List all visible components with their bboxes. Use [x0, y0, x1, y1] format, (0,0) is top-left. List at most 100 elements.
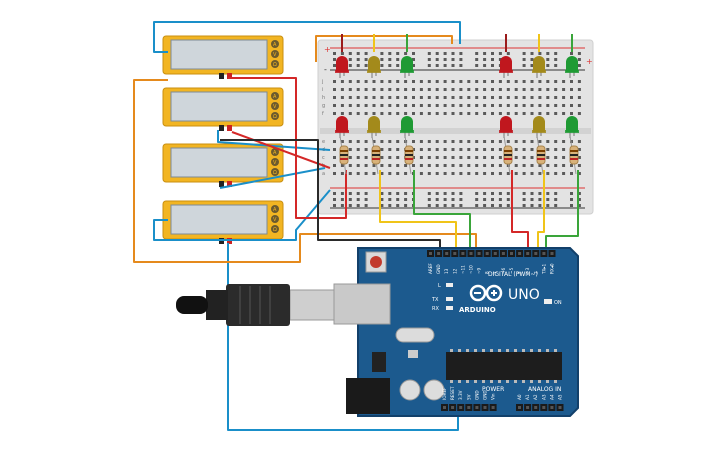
breadboard-hole — [570, 96, 573, 99]
multimeter-mode-knob[interactable] — [271, 112, 279, 120]
multimeter-mode-knob[interactable] — [271, 60, 279, 68]
breadboard-hole — [443, 140, 447, 143]
breadboard-hole — [546, 52, 550, 55]
resistor[interactable] — [536, 135, 546, 175]
breadboard-hole — [570, 140, 573, 143]
breadboard-hole — [562, 96, 566, 99]
breadboard-hole — [340, 140, 344, 143]
breadboard-hole — [498, 112, 502, 115]
breadboard-hole — [396, 164, 400, 167]
breadboard-hole — [388, 148, 392, 151]
usb-cable[interactable] — [176, 284, 335, 326]
wire-blue-meter2[interactable] — [217, 130, 331, 151]
breadboard-hole — [498, 172, 502, 175]
breadboard-hole — [577, 148, 581, 151]
led-top-green[interactable] — [400, 56, 414, 78]
multimeter-mode-knob[interactable] — [271, 158, 279, 166]
wire-blue-meter4[interactable] — [153, 189, 331, 241]
multimeter-mode-knob[interactable] — [271, 40, 279, 48]
breadboard-hole — [498, 80, 502, 83]
multimeter-mode-knob[interactable] — [271, 148, 279, 156]
multimeter-mode-knob[interactable] — [271, 92, 279, 100]
on-led-label: ON — [554, 300, 562, 306]
multimeter-mode-knob[interactable] — [271, 50, 279, 58]
header-pin-label: 13 — [444, 268, 449, 274]
digital-header-label: DIGITAL (PWM~) — [488, 271, 538, 278]
breadboard-hole — [348, 88, 352, 91]
chip-pin — [530, 380, 533, 383]
multimeter-mode-knob[interactable] — [271, 102, 279, 110]
breadboard-hole — [577, 204, 581, 207]
wire-green-right[interactable] — [545, 170, 579, 252]
breadboard-hole — [554, 192, 558, 195]
breadboard-hole — [498, 52, 502, 55]
arduino-uno-board[interactable]: ARDUINO UNO DIGITAL (PWM~) POWER ANALOG … — [333, 247, 579, 417]
breadboard-hole — [546, 148, 550, 151]
resistor[interactable] — [371, 135, 381, 175]
led-top-red[interactable] — [335, 56, 349, 78]
resistor[interactable] — [503, 135, 513, 175]
multimeter-mode-label: V — [273, 160, 277, 166]
wire-yellow-right[interactable] — [537, 170, 545, 252]
breadboard-hole — [333, 148, 336, 151]
breadboard-hole — [546, 164, 550, 167]
multimeter-1[interactable]: AVΩ — [162, 35, 284, 79]
led-yellow[interactable] — [532, 116, 546, 138]
multimeter-mode-knob[interactable] — [271, 168, 279, 176]
wire-green-left[interactable] — [413, 170, 471, 252]
resistor[interactable] — [569, 135, 579, 175]
breadboard-hole — [467, 172, 471, 175]
chip-pin — [482, 349, 485, 352]
reset-button[interactable] — [370, 256, 382, 268]
breadboard-hole — [396, 156, 400, 159]
wire-blue-top[interactable] — [153, 21, 461, 53]
led-top-yellow[interactable] — [367, 56, 381, 78]
multimeter-2[interactable]: AVΩ — [162, 87, 284, 131]
multimeter-3[interactable]: AVΩ — [162, 143, 284, 187]
breadboard-hole — [483, 88, 487, 91]
breadboard-hole — [412, 96, 415, 99]
breadboard-hole — [577, 104, 581, 107]
multimeter-4[interactable]: AVΩ — [162, 200, 284, 244]
breadboard-hole — [364, 52, 368, 55]
resistor[interactable] — [404, 135, 414, 175]
wire-black[interactable] — [220, 139, 441, 252]
breadboard-hole — [372, 104, 376, 107]
resistor[interactable] — [339, 135, 349, 175]
header-pin-label: RESET — [450, 386, 455, 400]
breadboard-hole — [340, 172, 344, 175]
chip-pin — [466, 349, 469, 352]
wire-red-meter1[interactable] — [228, 77, 347, 219]
header-pin-hole — [443, 406, 446, 409]
wire-yellow-left[interactable] — [379, 170, 457, 252]
breadboard-hole — [380, 204, 384, 207]
wire-red-meter2[interactable] — [231, 131, 331, 169]
header-pin-hole — [459, 406, 463, 409]
multimeter-mode-knob[interactable] — [271, 215, 279, 223]
breadboard-hole — [356, 58, 360, 61]
breadboard-hole — [435, 104, 439, 107]
breadboard-hole — [530, 80, 534, 83]
breadboard-hole — [530, 198, 534, 201]
breadboard-hole — [427, 64, 431, 67]
breadboard-hole — [348, 148, 352, 151]
breadboard-hole — [388, 172, 392, 175]
led-top-green[interactable] — [565, 56, 579, 78]
wire-red-right[interactable] — [511, 170, 529, 252]
breadboard-hole — [522, 112, 526, 115]
breadboard-hole — [396, 64, 400, 67]
led-top-red[interactable] — [499, 56, 513, 78]
header-pin-hole — [483, 406, 487, 409]
led-top-yellow[interactable] — [532, 56, 546, 78]
wire-orange-top[interactable] — [315, 35, 453, 62]
breadboard-hole — [388, 192, 392, 195]
multimeter-mode-knob[interactable] — [271, 225, 279, 233]
l-led — [446, 283, 453, 287]
multimeter-mode-knob[interactable] — [271, 205, 279, 213]
breadboard-hole — [451, 52, 455, 55]
wire-blue-meter3[interactable] — [219, 167, 326, 189]
wire-orange-left[interactable] — [133, 79, 477, 263]
breadboard-hole — [348, 52, 352, 55]
